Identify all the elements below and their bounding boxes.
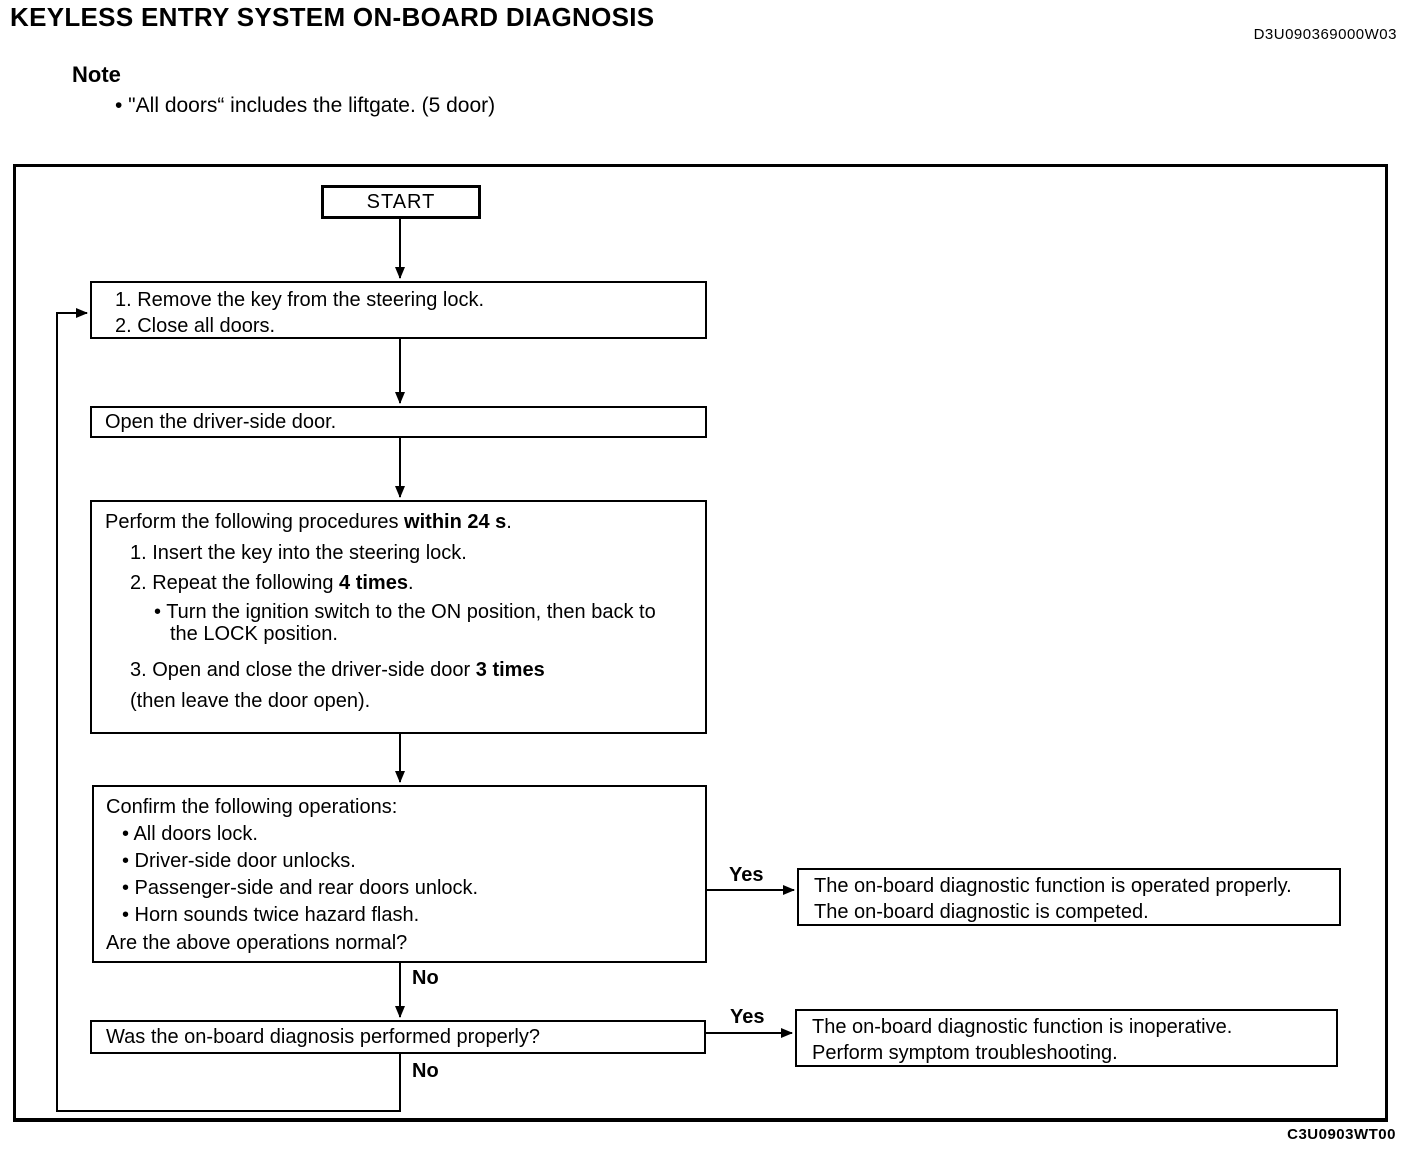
result2-line1: The on-board diagnostic function is inop…: [812, 1016, 1233, 1038]
result1-line1: The on-board diagnostic function is oper…: [814, 875, 1292, 897]
step2-box: Open the driver-side door.: [90, 406, 707, 438]
step3-item2-bold: 4 times: [339, 572, 408, 594]
start-label: START: [366, 191, 436, 213]
step4-bullet1: • All doors lock.: [122, 823, 258, 845]
step3-subbullet-line2: the LOCK position.: [170, 623, 338, 645]
step3-intro-text: Perform the following procedures: [105, 511, 405, 533]
result2-box: The on-board diagnostic function is inop…: [795, 1009, 1338, 1067]
step3-item2-text: 2. Repeat the following: [130, 572, 340, 594]
result2-line2: Perform symptom troubleshooting.: [812, 1042, 1118, 1064]
note-label: Note: [72, 62, 121, 87]
step3-item2: 2. Repeat the following 4 times.: [130, 572, 705, 594]
step3-intro: Perform the following procedures within …: [105, 511, 705, 533]
doc-code-bottom: C3U0903WT00: [1287, 1126, 1396, 1143]
step3-item3-text: 3. Open and close the driver-side door: [130, 659, 476, 681]
flowchart-frame: [13, 164, 1388, 1122]
step5-box: Was the on-board diagnosis performed pro…: [90, 1020, 706, 1054]
step3-item1: 1. Insert the key into the steering lock…: [130, 542, 467, 564]
step5-yes-label: Yes: [730, 1006, 765, 1028]
page-title: KEYLESS ENTRY SYSTEM ON-BOARD DIAGNOSIS: [10, 2, 655, 32]
step5-line1: Was the on-board diagnosis performed pro…: [106, 1026, 540, 1048]
step3-item3-line2: (then leave the door open).: [130, 690, 371, 712]
start-node: START: [321, 185, 481, 219]
step4-bullet3: • Passenger-side and rear doors unlock.: [122, 877, 479, 899]
step4-intro: Confirm the following operations:: [106, 796, 398, 818]
step1-line2: 2. Close all doors.: [115, 315, 276, 337]
result1-box: The on-board diagnostic function is oper…: [797, 868, 1341, 926]
step3-item3-bold: 3 times: [475, 659, 545, 681]
step1-box: 1. Remove the key from the steering lock…: [90, 281, 707, 339]
step3-intro-period: .: [506, 511, 512, 533]
step2-line1: Open the driver-side door.: [105, 411, 337, 433]
step4-bullet4: • Horn sounds twice hazard flash.: [122, 904, 420, 926]
step4-bullet2: • Driver-side door unlocks.: [122, 850, 356, 872]
step3-item2-period: .: [407, 572, 414, 594]
step3-item3: 3. Open and close the driver-side door 3…: [130, 659, 705, 681]
doc-code-top: D3U090369000W03: [1253, 26, 1397, 43]
step1-line1: 1. Remove the key from the steering lock…: [115, 289, 485, 311]
step5-no-label: No: [412, 1060, 439, 1082]
note-item: • "All doors“ includes the liftgate. (5 …: [115, 94, 496, 117]
step4-no-label: No: [412, 967, 439, 989]
step3-intro-bold: within 24 s: [404, 511, 507, 533]
result1-line2: The on-board diagnostic is competed.: [814, 901, 1149, 923]
step4-question: Are the above operations normal?: [106, 932, 408, 954]
step3-subbullet-line1: • Turn the ignition switch to the ON pos…: [154, 601, 656, 623]
step3-box: Perform the following procedures within …: [90, 500, 707, 734]
step4-yes-label: Yes: [729, 864, 764, 886]
step4-box: Confirm the following operations: • All …: [92, 785, 707, 963]
